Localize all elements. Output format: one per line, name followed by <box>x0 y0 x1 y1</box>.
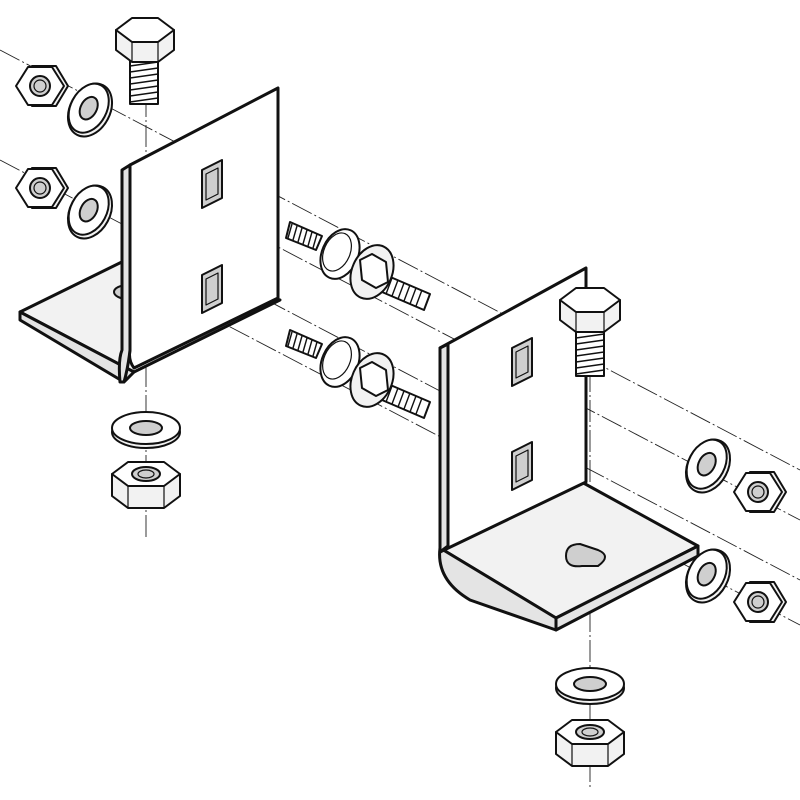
hex-bolt-right <box>559 287 621 377</box>
hex-nut-left-lower <box>15 167 69 209</box>
hex-bolt-left <box>115 17 175 105</box>
flanged-hex-bolt-upper <box>349 244 431 311</box>
hex-nut-right-upper <box>733 471 787 513</box>
angle-bracket-left <box>18 86 282 384</box>
hex-nut-left-upper <box>15 65 69 107</box>
hex-nut-bottom-right <box>555 719 625 767</box>
washer-right-upper <box>676 430 740 502</box>
carriage-bolt-upper <box>285 221 361 280</box>
angle-bracket-right <box>438 266 700 632</box>
washer-bottom-right <box>555 667 625 705</box>
washer-bottom-left <box>111 411 181 449</box>
hex-nut-bottom-left <box>111 461 181 509</box>
carriage-bolt-lower <box>285 329 361 388</box>
hex-nut-right-lower <box>733 581 787 623</box>
flanged-hex-bolt-lower <box>349 352 431 419</box>
